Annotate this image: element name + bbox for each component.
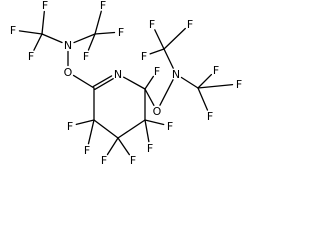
oxygen-atom-label: O [64,66,73,79]
fluorine-atom-label: F [147,142,153,155]
bond-r4-f16 [106,137,119,156]
fluorine-atom-label: F [154,65,160,78]
bond-c4-f11 [197,73,213,89]
fluorine-atom-label: F [84,144,90,157]
bond-r5-f19 [87,119,95,145]
bond-c1-f1 [18,30,43,35]
bond-layer [18,10,234,156]
fluorine-atom-label: F [213,64,219,77]
bond-c1-f2 [41,10,45,35]
fluorine-atom-label: F [42,0,48,12]
bond-c2-f5 [94,31,116,35]
bond-c3-f8 [154,29,165,50]
bond-c2-f4 [94,10,102,35]
fluorine-atom-label: F [100,0,106,12]
fluorine-atom-label: F [187,18,193,31]
double-bond-r1-nr-b [92,75,113,88]
double-bond-r1-nr-a [94,78,114,91]
bond-nb-c3 [163,48,174,69]
nitrogen-atom-label: N [64,39,72,52]
nitrogen-atom-label: N [172,68,180,81]
fluorine-atom-label: F [28,50,34,63]
bond-c4-f13 [197,83,234,89]
fluorine-atom-label: F [141,50,147,63]
bond-r3-f14 [144,119,165,126]
bond-c1-na [41,33,63,44]
fluorine-atom-label: F [10,24,16,37]
fluorine-atom-label: F [207,110,213,123]
bond-c3-f10 [149,48,165,55]
bond-r3-f15 [144,119,150,143]
bond-r4-r5 [93,119,119,139]
bond-c2-na [73,33,96,44]
bond-nb-c4 [180,76,199,89]
oxygen-atom-label: O [153,105,162,118]
fluorine-atom-label: F [118,26,124,39]
fluorine-atom-label: F [67,120,73,133]
bond-c3-f9 [163,27,186,50]
fluorine-atom-label: F [83,50,89,63]
bond-r5-f18 [75,119,95,126]
bond-r2-ob [144,88,155,106]
fluorine-atom-label: F [130,154,136,167]
fluorine-atom-label: F [101,154,107,167]
bond-oa-r1 [72,74,95,89]
bond-nr-r2 [123,76,146,90]
fluorine-atom-label: F [236,78,242,91]
fluorine-atom-label: F [149,18,155,31]
bond-r3-r4 [117,119,146,139]
bond-c4-f12 [197,87,209,111]
nitrogen-atom-label: N [114,68,122,81]
bond-c2-f6 [87,33,96,51]
fluorine-atom-label: F [167,120,173,133]
bond-r4-f17 [117,137,130,156]
bond-ob-nb [159,79,174,106]
bond-c1-f3 [33,33,43,51]
bond-r2-f7 [144,75,155,90]
